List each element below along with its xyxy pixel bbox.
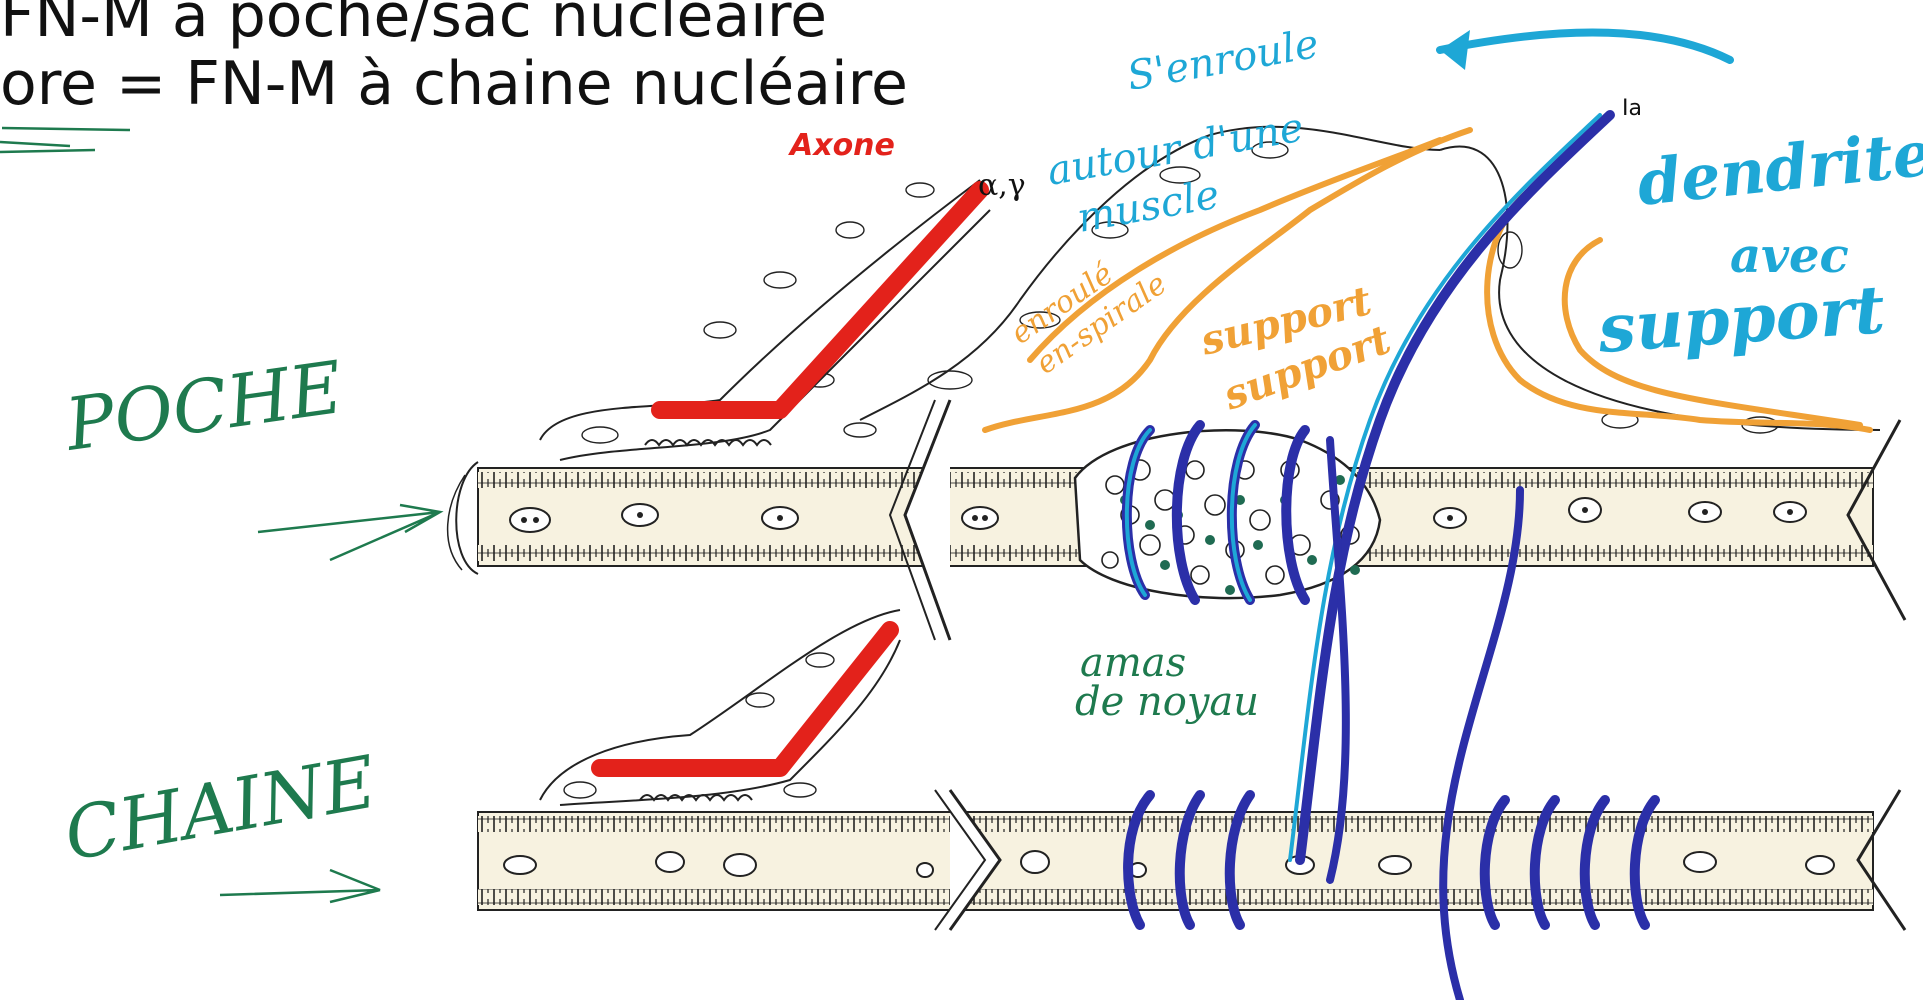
- amas-line-1: amas: [1080, 640, 1186, 686]
- ia-label: Ia: [1622, 96, 1642, 121]
- chaine-note: CHAINE: [58, 740, 382, 877]
- dendrite-line-2: avec: [1730, 228, 1849, 284]
- senroule-line-1: S'enroule: [1124, 21, 1322, 100]
- bottom-motor-ending: [539, 609, 901, 806]
- top-motor-ending: [539, 179, 991, 461]
- poche-note: POCHE: [59, 345, 348, 467]
- sensory-fiber: [1121, 110, 1660, 1000]
- underline-mark: [0, 126, 131, 154]
- dendrite-line-3: support: [1595, 270, 1887, 368]
- arrow-icon: [1436, 28, 1734, 64]
- dendrite-line-1: dendrite: [1634, 116, 1923, 219]
- alpha-gamma-label: α,γ: [978, 168, 1026, 203]
- support-outline: [982, 127, 1873, 433]
- poche-arrow-icon: [257, 503, 444, 562]
- amas-line-2: de noyau: [1075, 679, 1259, 725]
- chaine-arrow-icon: [219, 868, 381, 904]
- heading-line-2: ore = FN-M à chaine nucléaire: [0, 49, 908, 119]
- arrow-head-icon: [1440, 30, 1470, 70]
- heading-line-1: FN-M à poche/sac nucléaire: [0, 0, 828, 51]
- axone-label: Axone: [788, 128, 895, 163]
